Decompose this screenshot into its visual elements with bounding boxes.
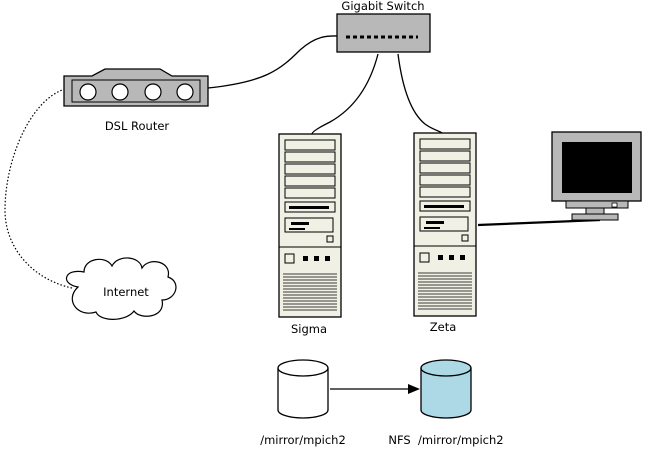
gigabit-switch-icon (336, 13, 431, 53)
sigma-tower-icon (278, 133, 342, 318)
router-to-switch-cable (207, 35, 341, 89)
local-disk-icon (277, 359, 329, 419)
monitor-icon (551, 131, 642, 221)
nfs-path-label: NFS /mirror/mpich2 (388, 433, 503, 447)
internet-label: Internet (103, 285, 149, 299)
sigma-label: Sigma (291, 322, 327, 336)
router-label: DSL Router (105, 119, 170, 133)
zeta-label: Zeta (430, 320, 457, 334)
mirror-path-label: /mirror/mpich2 (260, 433, 346, 447)
switch-to-sigma-cable (311, 53, 379, 135)
dsl-router-icon (63, 68, 209, 107)
zeta-to-monitor-cable (477, 218, 601, 227)
switch-to-zeta-cable (397, 53, 443, 134)
switch-label: Gigabit Switch (341, 0, 424, 13)
zeta-tower-icon (413, 132, 477, 317)
mount-arrow-icon (330, 384, 420, 394)
internet-cloud-icon (66, 257, 177, 320)
nfs-disk-icon (420, 359, 472, 419)
router-to-internet-link (4, 88, 73, 289)
